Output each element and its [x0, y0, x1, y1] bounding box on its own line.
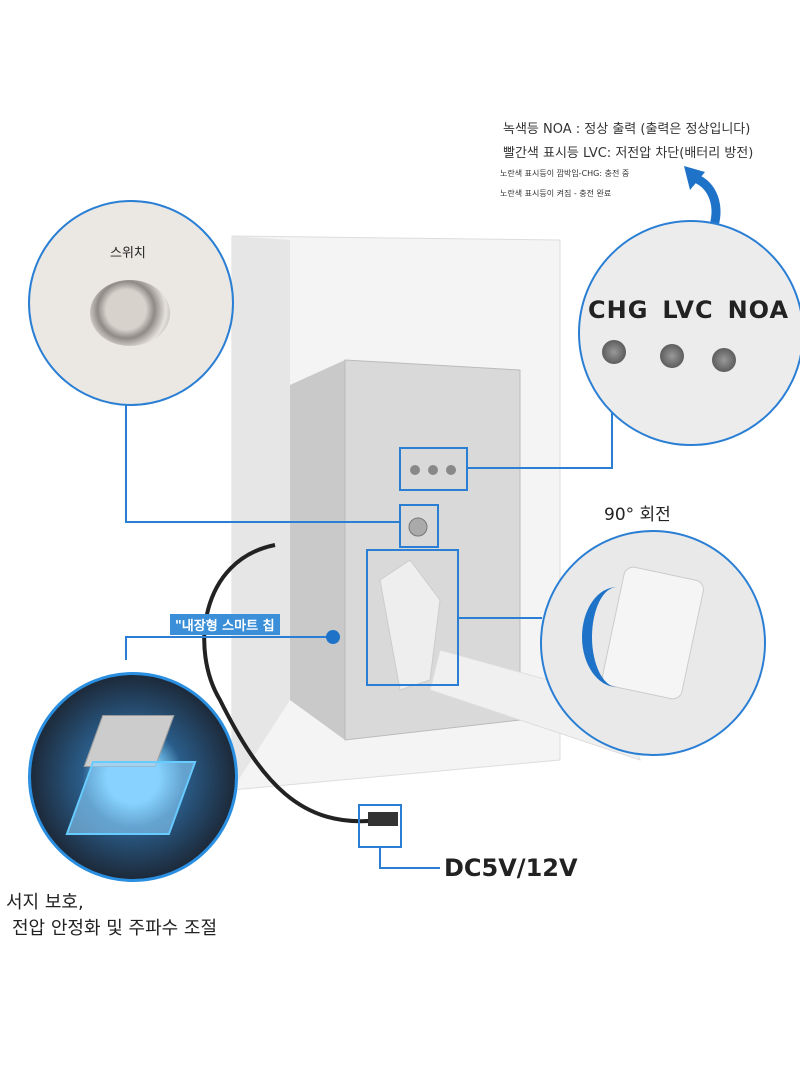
led-lvc-icon: [660, 344, 684, 368]
legend-yellow-on: 노란색 표시등이 켜짐 - 충전 완료: [500, 189, 612, 198]
led-noa-icon: [712, 348, 736, 372]
legend-yellow-blink: 노란색 표시등이 깜박임-CHG: 충전 중: [500, 169, 630, 178]
rotation-callout: [540, 530, 766, 756]
push-button-icon: [90, 280, 170, 346]
chip-caption-line2: 전압 안정화 및 주파수 조절: [12, 918, 218, 939]
smart-chip-tag: "내장형 스마트 칩: [170, 614, 280, 635]
rotation-label: 90° 회전: [604, 505, 671, 525]
switch-callout: 스위치: [28, 200, 234, 406]
led-chg-icon: [602, 340, 626, 364]
smart-chip-image: [28, 672, 238, 882]
legend-green-noa: 녹색등 NOA : 정상 출력 (출력은 정상입니다): [503, 122, 751, 137]
led-callout: CHG LVC NOA: [578, 220, 800, 446]
rotation-arrow-icon: [582, 587, 652, 687]
power-label: DC5V/12V: [444, 854, 578, 882]
led-label-noa: NOA: [727, 296, 790, 324]
chip-caption-line1: 서지 보호,: [6, 892, 84, 913]
led-label-lvc: LVC: [662, 296, 714, 324]
legend-red-lvc: 빨간색 표시등 LVC: 저전압 차단(배터리 방전): [503, 146, 754, 161]
led-label-chg: CHG: [588, 296, 649, 324]
switch-label: 스위치: [110, 246, 146, 261]
